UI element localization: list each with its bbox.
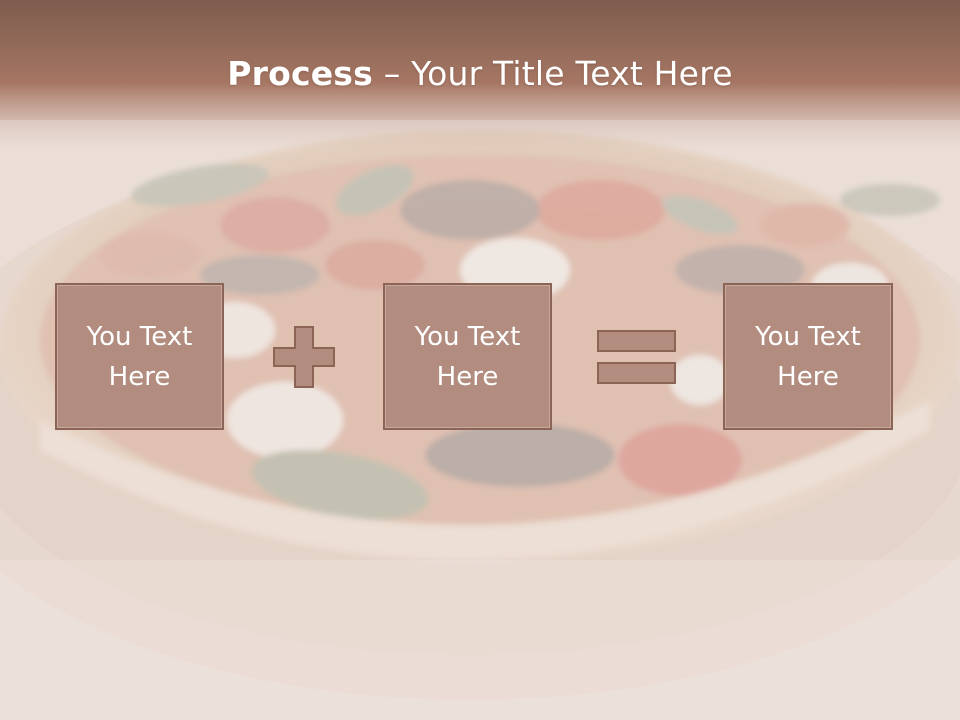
title-separator: – — [373, 54, 412, 93]
title-bold: Process — [227, 54, 373, 93]
box-2-line-2: Here — [436, 361, 499, 392]
box-3-line-2: Here — [777, 361, 839, 392]
title-rest: Your Title Text Here — [411, 54, 733, 93]
slide-title: Process – Your Title Text Here — [0, 50, 960, 98]
box-1-line-2: Here — [108, 361, 171, 392]
process-box-1: You Text Here — [55, 283, 224, 430]
box-3-line-1: You Text — [755, 321, 861, 352]
equals-icon — [597, 330, 676, 384]
box-1-line-1: You Text — [86, 321, 193, 352]
process-box-3: You Text Here — [723, 283, 893, 430]
process-box-2: You Text Here — [383, 283, 552, 430]
plus-icon — [273, 326, 335, 388]
box-2-line-1: You Text — [414, 321, 521, 352]
